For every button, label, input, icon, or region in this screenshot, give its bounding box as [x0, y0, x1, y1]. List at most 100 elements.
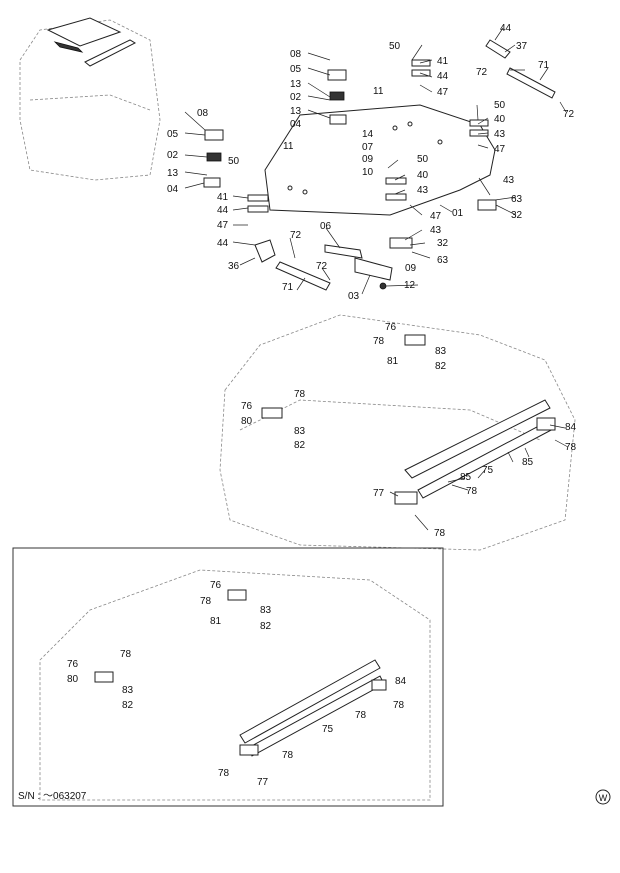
callout-80b: 80: [67, 674, 79, 685]
callout-47a: 47: [217, 220, 229, 231]
callout-85a: 85: [522, 457, 534, 468]
callout-83c: 83: [260, 605, 272, 616]
callout-40b: 40: [494, 114, 506, 125]
lock-rod-assembly: [254, 39, 556, 291]
callout-03: 03: [348, 291, 360, 302]
callout-77a: 77: [373, 488, 385, 499]
callout-72c: 72: [476, 67, 488, 78]
callout-02b: 02: [167, 150, 179, 161]
callout-82a: 82: [435, 361, 447, 372]
callout-78j: 78: [282, 750, 294, 761]
watermark-letter: W: [599, 793, 608, 803]
cab-middle: [219, 314, 576, 551]
callout-72b: 72: [316, 261, 328, 272]
callout-78e: 78: [434, 528, 446, 539]
callout-72a: 72: [290, 230, 302, 241]
callout-09a: 09: [362, 154, 374, 165]
callout-07: 07: [362, 142, 374, 153]
callout-36: 36: [228, 261, 240, 272]
callout-05b: 05: [167, 129, 179, 140]
callout-43c: 43: [494, 129, 506, 140]
roof-panel: [264, 104, 496, 216]
watermark-circle-w: W: [595, 789, 611, 805]
callout-50b: 50: [417, 154, 429, 165]
callout-71a: 71: [282, 282, 294, 293]
callout-71b: 71: [538, 60, 550, 71]
callout-82d: 82: [122, 700, 134, 711]
callout-78a: 78: [373, 336, 385, 347]
callout-82b: 82: [294, 440, 306, 451]
callout-83a: 83: [435, 346, 447, 357]
callout-01: 01: [452, 208, 464, 219]
callout-02a: 02: [290, 92, 302, 103]
callout-06: 06: [320, 221, 332, 232]
callout-05a: 05: [290, 64, 302, 75]
callout-04b: 04: [167, 184, 179, 195]
callout-76c: 76: [210, 580, 222, 591]
callout-13a: 13: [290, 79, 302, 90]
callout-11b: 11: [283, 141, 294, 152]
callout-44c: 44: [437, 71, 449, 82]
callout-47b: 47: [430, 211, 442, 222]
callout-78h: 78: [355, 710, 367, 721]
inset-variant: [12, 547, 444, 807]
leader-lines: [184, 27, 569, 531]
callout-81a: 81: [387, 356, 399, 367]
cab-thumbnail: [19, 17, 161, 181]
callout-50a: 50: [228, 156, 240, 167]
callout-44a: 44: [217, 205, 229, 216]
callout-13b: 13: [290, 106, 302, 117]
callout-41b: 41: [437, 56, 449, 67]
callout-75a: 75: [482, 465, 494, 476]
callout-44b: 44: [217, 238, 229, 249]
callout-50d: 50: [494, 100, 506, 111]
callout-09b: 09: [405, 263, 417, 274]
callout-78g: 78: [120, 649, 132, 660]
callout-76b: 76: [241, 401, 253, 412]
callout-84a: 84: [565, 422, 577, 433]
callout-47c: 47: [437, 87, 449, 98]
callout-63a: 63: [437, 255, 449, 266]
callout-50c: 50: [389, 41, 401, 52]
callout-43b: 43: [430, 225, 442, 236]
callout-08b: 08: [197, 108, 209, 119]
callout-81b: 81: [210, 616, 222, 627]
callout-47d: 47: [494, 144, 506, 155]
callout-84b: 84: [395, 676, 407, 687]
callout-12: 12: [404, 280, 416, 291]
callout-10: 10: [362, 167, 374, 178]
callout-76d: 76: [67, 659, 79, 670]
callout-41a: 41: [217, 192, 229, 203]
callout-40a: 40: [417, 170, 429, 181]
serial-number-note: S/N : ～063207: [18, 791, 87, 802]
callout-80a: 80: [241, 416, 253, 427]
callout-43d: 43: [503, 175, 515, 186]
callout-83b: 83: [294, 426, 306, 437]
callout-72d: 72: [563, 109, 575, 120]
callout-76a: 76: [385, 322, 397, 333]
callout-04a: 04: [290, 119, 302, 130]
callout-32b: 32: [511, 210, 523, 221]
callout-63b: 63: [511, 194, 523, 205]
callout-08a: 08: [290, 49, 302, 60]
callout-13c: 13: [167, 168, 179, 179]
callout-labels: 08 05 13 02 13 04 08 05 02 13 04 50 41 4…: [67, 23, 577, 788]
callout-44d: 44: [500, 23, 512, 34]
callout-78k: 78: [218, 768, 230, 779]
callout-78c: 78: [565, 442, 577, 453]
callout-82c: 82: [260, 621, 272, 632]
callout-78d: 78: [466, 486, 478, 497]
callout-78i: 78: [393, 700, 405, 711]
callout-77b: 77: [257, 777, 269, 788]
callout-43a: 43: [417, 185, 429, 196]
callout-14: 14: [362, 129, 374, 140]
callout-83d: 83: [122, 685, 134, 696]
callout-32a: 32: [437, 238, 449, 249]
callout-78b: 78: [294, 389, 306, 400]
callout-37: 37: [516, 41, 528, 52]
callout-78f: 78: [200, 596, 212, 607]
callout-11a: 11: [373, 86, 384, 97]
callout-85b: 85: [460, 472, 472, 483]
callout-75b: 75: [322, 724, 334, 735]
